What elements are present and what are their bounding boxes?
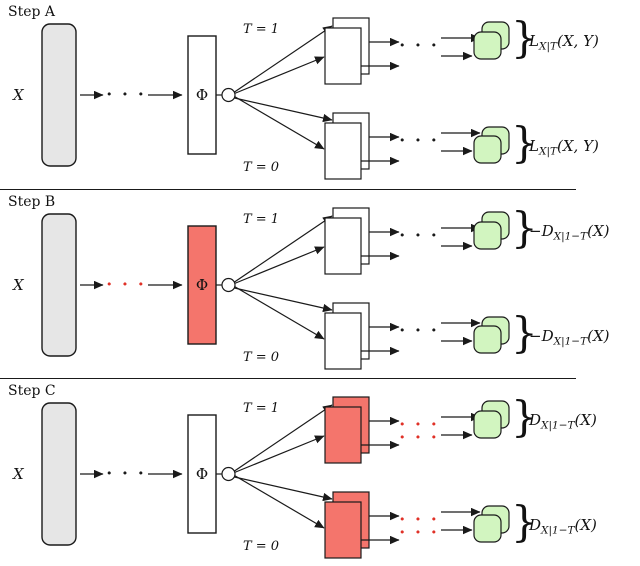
input-variable-label: X [12, 465, 25, 483]
input-variable-label: X [12, 86, 25, 104]
output-box-front [473, 221, 502, 250]
branch-arrow [234, 97, 333, 123]
panel-step-b: Step B X · · · Φ T = 1 T = 0 · · · } −DX… [8, 194, 610, 370]
loss-label-top: −DX|1−T(X) [529, 222, 610, 244]
branch-arrow [234, 287, 333, 313]
brace: } [511, 203, 538, 252]
branch-ellipsis-top-row1: · · · [399, 36, 439, 56]
pre-encoder-ellipsis: · · · [106, 464, 146, 484]
output-box-front [473, 514, 502, 543]
loss-label-bottom: LX|T(X, Y) [528, 137, 599, 159]
branch-arrow [234, 215, 333, 283]
brace: } [511, 497, 538, 546]
encoder-label: Φ [196, 86, 208, 104]
pre-encoder-ellipsis: · · · [106, 85, 146, 105]
output-box-front [473, 325, 502, 354]
encoder-box [187, 225, 217, 345]
branch-arrow [234, 435, 325, 474]
input-sequence-box [41, 23, 77, 167]
brace: } [511, 308, 538, 357]
pre-encoder-ellipsis: · · · [106, 275, 146, 295]
branch-arrow [234, 246, 325, 285]
branch-ellipsis-bottom-row2: · · · [399, 523, 439, 543]
network-box-front [324, 312, 362, 370]
encoder-label: Φ [196, 465, 208, 483]
panel-step-c: Step C X · · · Φ T = 1 T = 0 · · · · · ·… [8, 383, 597, 559]
branch-arrow [234, 56, 325, 95]
branch-arrow [234, 95, 325, 150]
treatment-label-top: T = 1 [243, 22, 279, 37]
input-sequence-box [41, 213, 77, 357]
brace: } [511, 392, 538, 441]
treatment-label-top: T = 1 [243, 212, 279, 227]
input-sequence-box [41, 402, 77, 546]
branch-arrow [234, 476, 333, 502]
treatment-label-bottom: T = 0 [243, 160, 279, 175]
network-box-front [324, 122, 362, 180]
brace: } [511, 118, 538, 167]
loss-label-top: DX|1−T(X) [528, 411, 597, 433]
network-box-front [324, 406, 362, 464]
brace: } [511, 13, 538, 62]
treatment-label-bottom: T = 0 [243, 350, 279, 365]
treatment-label-top: T = 1 [243, 401, 279, 416]
treatment-label-bottom: T = 0 [243, 539, 279, 554]
output-box-front [473, 410, 502, 439]
branch-arrow [234, 25, 333, 93]
branch-ellipsis-bottom-row1: · · · [399, 510, 439, 530]
step-label: Step C [8, 383, 56, 399]
branch-ellipsis-bottom-row1: · · · [399, 321, 439, 341]
input-variable-label: X [12, 276, 25, 294]
panel-step-a: Step A X · · · Φ T = 1 T = 0 · · · } LX|… [8, 4, 599, 180]
network-box-front [324, 27, 362, 85]
branch-node [221, 466, 236, 482]
encoder-box [187, 414, 217, 534]
branch-node [221, 87, 236, 103]
step-label: Step A [8, 4, 56, 20]
branch-ellipsis-top-row2: · · · [399, 428, 439, 448]
branch-ellipsis-bottom-row1: · · · [399, 131, 439, 151]
branch-ellipsis-top-row1: · · · [399, 226, 439, 246]
branch-arrow [234, 404, 333, 472]
branch-ellipsis-top-row1: · · · [399, 415, 439, 435]
network-box-front [324, 217, 362, 275]
branch-arrow [234, 474, 325, 529]
encoder-label: Φ [196, 276, 208, 294]
network-box-front [324, 501, 362, 559]
step-label: Step B [8, 194, 55, 210]
output-box-front [473, 135, 502, 164]
branch-arrow [234, 285, 325, 340]
loss-label-top: LX|T(X, Y) [528, 32, 599, 54]
loss-label-bottom: −DX|1−T(X) [529, 327, 610, 349]
loss-label-bottom: DX|1−T(X) [528, 516, 597, 538]
output-box-front [473, 31, 502, 60]
branch-node [221, 277, 236, 293]
